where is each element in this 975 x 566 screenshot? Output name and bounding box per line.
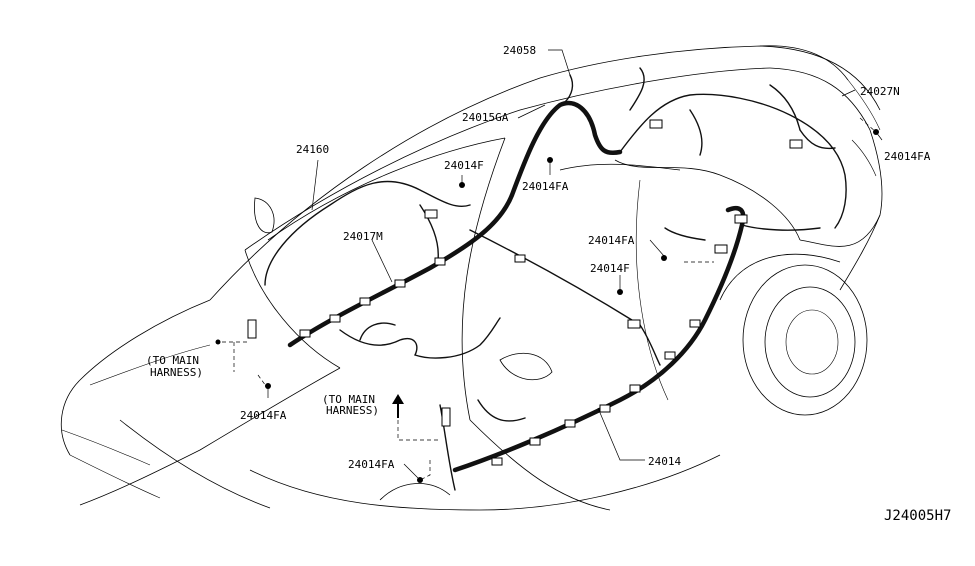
- harness-roof-cross: [469, 229, 661, 366]
- bolts: [215, 129, 879, 483]
- label-24015ga: 24015GA: [462, 111, 509, 124]
- note-to-main-harness-left-line2: HARNESS): [150, 366, 203, 379]
- car-body-outline: [60, 45, 883, 511]
- label-24014fa-mid-right: 24014FA: [588, 234, 635, 247]
- note-to-main-harness-center-line1: (TO MAIN: [322, 393, 375, 406]
- harness-connectors: [247, 119, 803, 466]
- label-24014f-mid: 24014F: [590, 262, 630, 275]
- label-24014: 24014: [648, 455, 681, 468]
- label-24017m: 24017M: [343, 230, 383, 243]
- label-24058: 24058: [503, 44, 536, 57]
- label-24160: 24160: [296, 143, 329, 156]
- label-24014fa-bottom: 24014FA: [348, 458, 395, 471]
- label-24014f-top: 24014F: [444, 159, 484, 172]
- harness-24160: [264, 180, 471, 286]
- note-to-main-harness-center-line2: HARNESS): [326, 404, 379, 417]
- harness-24015ga: [287, 100, 623, 348]
- note-to-main-harness-left-line1: (TO MAIN: [146, 354, 199, 367]
- arrow-to-main-harness: [392, 394, 404, 418]
- callout-leaders: [267, 49, 883, 479]
- label-24014fa-left: 24014FA: [240, 409, 287, 422]
- harness-24027n: [619, 67, 847, 229]
- label-24014fa-top-right: 24014FA: [884, 150, 931, 163]
- label-24014fa-center: 24014FA: [522, 180, 569, 193]
- callout-labels: 24058 24027N 24015GA 24014FA 24160 24014…: [146, 44, 951, 524]
- diagram-reference-id: J24005H7: [884, 508, 951, 524]
- dashed-guides: [222, 117, 877, 481]
- harness-24017m: [339, 317, 501, 359]
- harness-24058: [564, 74, 574, 103]
- harness-24014: [439, 205, 821, 491]
- label-24027n: 24027N: [860, 85, 900, 98]
